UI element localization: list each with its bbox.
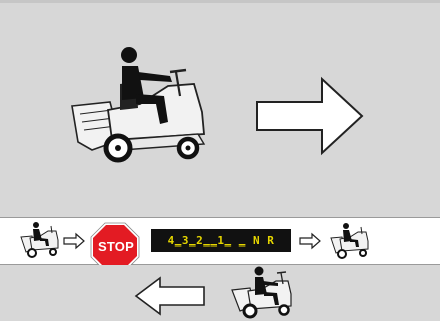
instruction-illustration: STOP 4‗3‗2‗‗1‗ ‗ N R: [0, 0, 440, 321]
reverse-mower-icon: [0, 0, 440, 321]
